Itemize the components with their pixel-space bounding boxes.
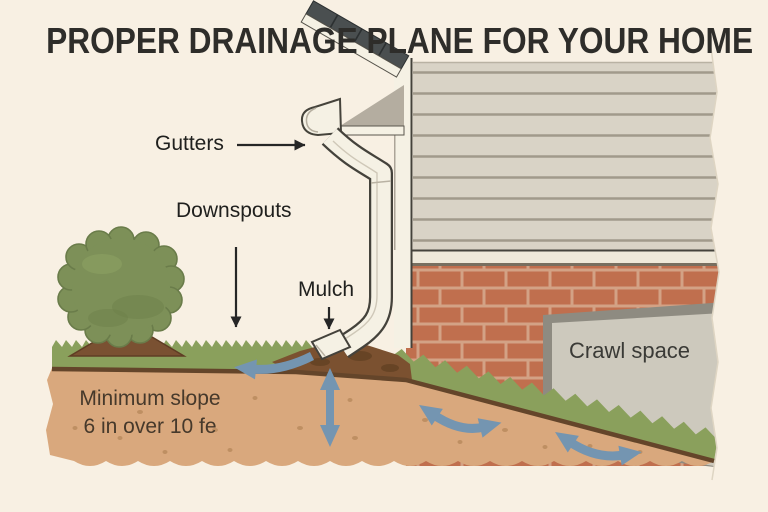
slope-text-line2: 6 in over 10 fe	[83, 415, 217, 438]
torn-edge-right	[709, 47, 768, 481]
grade-line	[51, 366, 715, 464]
water-arrow-slope-2	[555, 432, 642, 466]
fascia	[300, 13, 402, 78]
soil-cross-section	[46, 368, 714, 466]
label-mulch: Mulch	[298, 278, 355, 301]
siding-wall	[413, 61, 740, 250]
label-gutters: Gutters	[155, 132, 224, 155]
bush	[57, 226, 185, 348]
soffit	[340, 85, 404, 126]
gutter	[300, 97, 343, 137]
roof	[300, 0, 410, 137]
label-minimum-slope: Minimum slope 6 in over 10 fe	[50, 385, 250, 441]
water-arrow-away-from-spout	[234, 351, 315, 380]
label-crawl-space: Crawl space	[569, 338, 691, 363]
downspout	[310, 127, 393, 361]
water-arrow-slope-1	[419, 405, 502, 438]
page-title: PROPER DRAINAGE PLANE FOR YOUR HOME	[46, 20, 754, 61]
water-flow-arrows	[234, 351, 642, 466]
foundation-ledge	[394, 249, 740, 266]
label-downspouts: Downspouts	[176, 199, 292, 222]
slope-text-line1: Minimum slope	[79, 387, 221, 410]
